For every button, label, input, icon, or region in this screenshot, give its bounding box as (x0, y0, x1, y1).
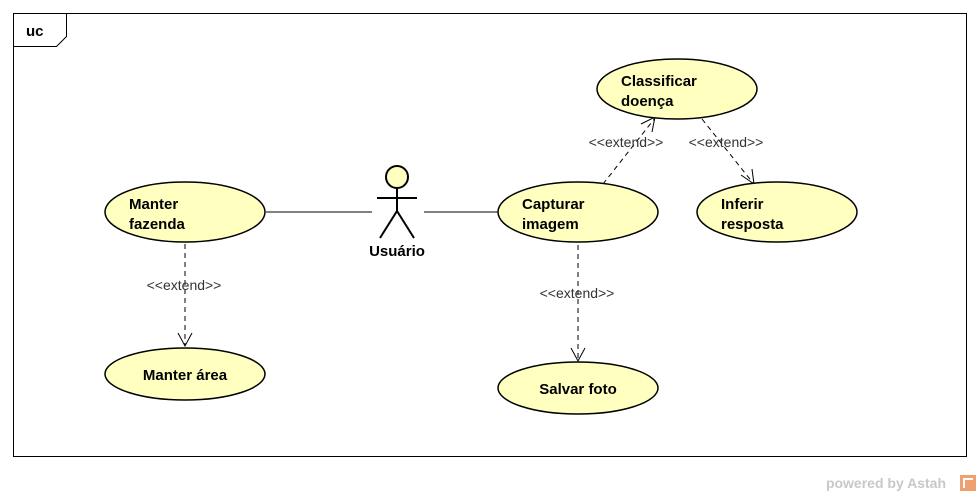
usecase-salvar-foto-label: Salvar foto (539, 381, 617, 398)
usecase-classificar-doenca-line2: doença (621, 93, 674, 110)
actor-usuario[interactable]: Usuário (369, 165, 425, 260)
extend-label-salvar-foto: <<extend>> (540, 285, 615, 301)
extend-arrow-salvar-foto (570, 347, 586, 363)
usecase-capturar-imagem[interactable]: Capturar imagem (497, 181, 659, 243)
actor-head-icon (385, 165, 409, 189)
usecase-inferir-resposta-line2: resposta (721, 216, 784, 233)
frame-label: uc (26, 23, 44, 40)
actor-left-leg (379, 210, 398, 239)
actor-right-leg (396, 210, 415, 239)
usecase-manter-fazenda[interactable]: Manter fazenda (104, 181, 266, 243)
usecase-classificar-doenca-line1: Classificar (621, 73, 697, 90)
usecase-salvar-foto[interactable]: Salvar foto (497, 361, 659, 415)
usecase-inferir-resposta[interactable]: Inferir resposta (696, 181, 858, 243)
usecase-manter-fazenda-line1: Manter (129, 196, 178, 213)
extend-line-inferir (701, 118, 754, 184)
usecase-inferir-resposta-line1: Inferir (721, 196, 764, 213)
usecase-manter-area-label: Manter área (143, 367, 228, 384)
usecase-manter-fazenda-line2: fazenda (129, 216, 186, 233)
frame-tab (13, 13, 67, 47)
extend-arrow-manter-area (177, 332, 193, 348)
powered-by-label: powered by Astah (825, 475, 946, 491)
actor-name: Usuário (369, 243, 425, 260)
extend-label-inferir: <<extend>> (689, 134, 764, 150)
usecase-capturar-imagem-line2: imagem (522, 216, 579, 233)
usecase-classificar-doenca[interactable]: Classificar doença (596, 58, 758, 120)
extend-label-classificar: <<extend>> (589, 134, 664, 150)
astah-logo-icon (960, 475, 976, 491)
usecase-capturar-imagem-line1: Capturar (522, 196, 585, 213)
usecase-manter-area[interactable]: Manter área (104, 347, 266, 401)
extend-label-manter-area: <<extend>> (147, 277, 222, 293)
